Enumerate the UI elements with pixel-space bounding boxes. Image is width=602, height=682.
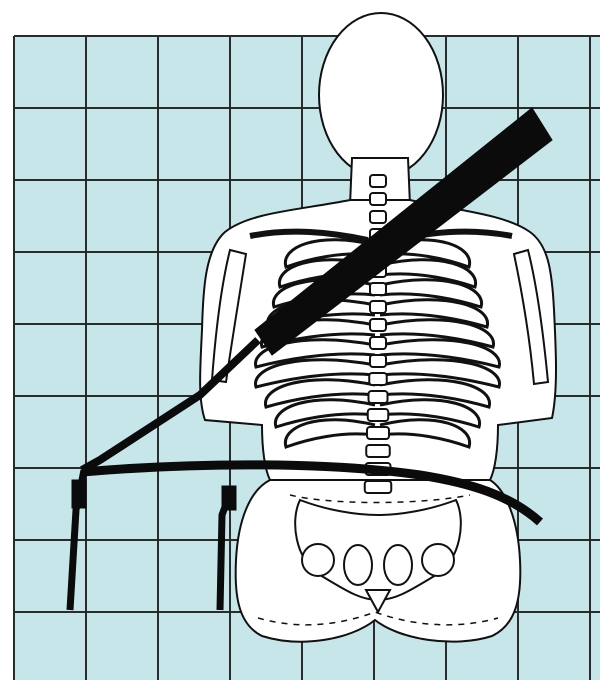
vertebra <box>366 445 390 457</box>
vertebra <box>370 175 386 187</box>
vertebra <box>365 481 392 493</box>
right-hip-joint <box>422 544 454 576</box>
vertebra <box>370 355 386 367</box>
seat-belt-buckle <box>222 486 236 510</box>
left-obturator <box>344 545 372 585</box>
vertebra <box>368 409 389 421</box>
left-hip-joint <box>302 544 334 576</box>
head <box>319 13 443 177</box>
vertebra <box>370 319 386 331</box>
vertebra <box>367 427 389 439</box>
vertebra <box>369 373 387 385</box>
seat-belt-anchor-left <box>72 480 86 508</box>
vertebra <box>370 193 386 205</box>
vertebra <box>370 301 386 313</box>
vertebra <box>370 337 386 349</box>
right-obturator <box>384 545 412 585</box>
vertebra <box>370 283 386 295</box>
vertebra <box>370 211 386 223</box>
vertebra <box>369 391 388 403</box>
